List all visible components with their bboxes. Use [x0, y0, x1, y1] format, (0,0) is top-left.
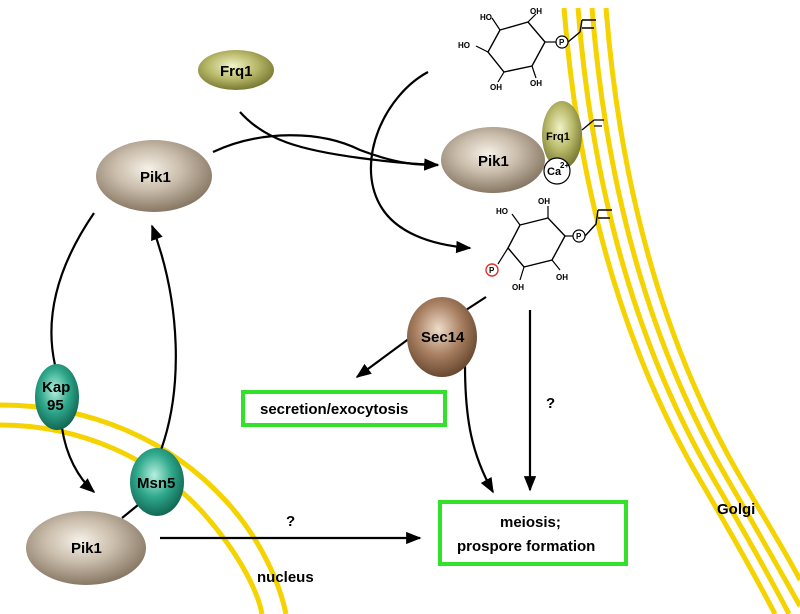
msn5-label: Msn5: [137, 475, 175, 492]
oh-label: OH: [556, 273, 568, 282]
kap95-node: [35, 364, 79, 430]
oh-label: HO: [496, 207, 508, 216]
secretion-label: secretion/exocytosis: [260, 401, 408, 418]
msn5-node: [130, 448, 184, 516]
oh-label: HO: [480, 13, 492, 22]
phosphate-label: P: [576, 232, 582, 241]
phosphate-label: P: [489, 266, 495, 275]
frq1-complex-label: Frq1: [546, 131, 570, 143]
sec14: Sec14: [407, 297, 477, 377]
nucleus-label: nucleus: [257, 569, 314, 586]
pik1-cytosol: Pik1: [96, 140, 212, 212]
kap95-label-line1: Kap: [42, 379, 70, 396]
msn5: Msn5: [130, 448, 184, 516]
oh-label: OH: [490, 83, 502, 92]
oh-label: OH: [530, 7, 542, 16]
pathway-arrows: [50, 71, 537, 545]
calcium-charge: 2+: [560, 161, 569, 170]
meiosis-box: meiosis; prospore formation: [438, 500, 628, 566]
pik1-nuclear: Pik1: [26, 511, 146, 585]
golgi-label: Golgi: [717, 501, 755, 518]
oh-label: OH: [538, 197, 550, 206]
sec14-label: Sec14: [421, 329, 465, 346]
calcium-label: Ca: [547, 166, 562, 178]
kap95-label-line2: 95: [47, 397, 64, 414]
pik1-frq1-complex: Pik1 Frq1 Ca 2+: [441, 101, 604, 193]
meiosis-label-line1: meiosis;: [500, 514, 561, 531]
oh-label: OH: [530, 79, 542, 88]
pik1-node: [96, 140, 212, 212]
phosphatidylinositol-structure: HO OH HO OH OH P: [458, 7, 596, 92]
frq1-label: Frq1: [220, 63, 253, 80]
question-mark-bottom: ?: [286, 513, 295, 530]
pik1-label: Pik1: [140, 169, 171, 186]
pik1-nuclear-label: Pik1: [71, 540, 102, 557]
frq1-complex-node: [542, 101, 582, 169]
frq1-node: [198, 50, 274, 90]
oh-label: OH: [512, 283, 524, 292]
phosphate-label: P: [559, 38, 565, 47]
pik1-complex-node: [441, 127, 545, 193]
oh-label: HO: [458, 41, 470, 50]
pik1-complex-label: Pik1: [478, 153, 509, 170]
sec14-node: [407, 297, 477, 377]
pi4p-structure: HO OH OH OH P P: [485, 197, 612, 292]
calcium-node: [543, 157, 571, 185]
frq1-free: Frq1: [198, 50, 274, 90]
secretion-box: secretion/exocytosis: [241, 390, 447, 427]
meiosis-label-line2: prospore formation: [457, 538, 595, 555]
phosphate-icon: [485, 263, 499, 277]
pik1-nuclear-node: [26, 511, 146, 585]
kap95: Kap 95: [35, 364, 79, 430]
question-mark-right: ?: [546, 395, 555, 412]
